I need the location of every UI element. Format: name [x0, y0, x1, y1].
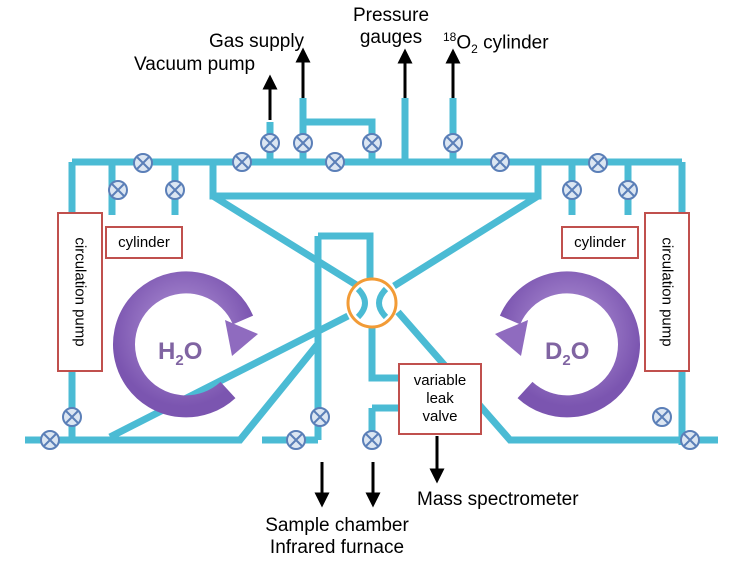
o18-sub: 2 — [471, 42, 478, 57]
right-circulation-pump-box: circulation pump — [644, 212, 690, 372]
pressure-gauges-line2: gauges — [359, 26, 423, 48]
h2o-loop-arrow — [113, 271, 258, 418]
pipes — [25, 98, 718, 445]
right-cylinder-label: cylinder — [574, 234, 626, 251]
left-circulation-pump-label: circulation pump — [71, 237, 89, 347]
funnel-pipes — [209, 162, 542, 289]
valve-icon[interactable] — [680, 430, 700, 450]
d2o-label-d: D — [545, 338, 563, 365]
o18-o: O — [456, 32, 472, 54]
valves — [40, 133, 700, 450]
infrared-furnace-label: Infrared furnace — [269, 536, 405, 558]
leak-valve-line1: variable — [413, 372, 467, 389]
sample-chamber-label: Sample chamber — [265, 515, 409, 536]
leak-valve-line3: valve — [422, 408, 458, 425]
valve-icon[interactable] — [362, 133, 382, 153]
leak-valve-pipe — [368, 318, 400, 440]
pressure-gauges-line1: Pressure — [352, 5, 430, 26]
h2o-label-o: O — [183, 338, 203, 365]
left-circulation-pump-box: circulation pump — [57, 212, 103, 372]
valve-icon[interactable] — [652, 407, 672, 427]
d2o-label-sub: 2 — [562, 351, 571, 369]
pressure-gauges-label: Pressure gauges — [344, 5, 438, 49]
d2o-label-o: O — [570, 338, 590, 365]
d2o-label: D2O — [545, 338, 589, 369]
valve-icon[interactable] — [362, 430, 382, 450]
variable-leak-valve-box: variable leak valve — [398, 363, 482, 435]
h2o-label-h: H — [158, 338, 176, 365]
o18-sup: 18 — [443, 30, 457, 44]
valve-icon[interactable] — [260, 133, 280, 153]
valve-icon[interactable] — [310, 407, 330, 427]
valve-icon[interactable] — [293, 133, 313, 153]
mass-spectrometer-label: Mass spectrometer — [417, 489, 579, 510]
valve-icon[interactable] — [232, 152, 252, 172]
left-cylinder-box: cylinder — [105, 226, 183, 259]
gas-supply-label: Gas supply — [209, 31, 305, 52]
left-cylinder-label: cylinder — [118, 234, 170, 251]
valve-icon[interactable] — [443, 133, 463, 153]
valve-icon[interactable] — [40, 430, 60, 450]
valve-icon[interactable] — [325, 152, 345, 172]
four-way-switch[interactable] — [346, 277, 398, 329]
arrows — [262, 47, 461, 508]
bottom-left-pipe — [25, 342, 320, 444]
sample-furnace-label: Sample chamber Infrared furnace — [252, 515, 422, 559]
valve-icon[interactable] — [490, 152, 510, 172]
h2o-label-sub: 2 — [175, 351, 184, 369]
vacuum-pump-label: Vacuum pump — [134, 54, 256, 75]
valve-icon[interactable] — [108, 180, 128, 200]
lower-left-diagonal — [108, 312, 350, 441]
valve-icon[interactable] — [133, 153, 153, 173]
h2o-label: H2O — [158, 338, 202, 369]
o18-rest: cylinder — [477, 32, 549, 54]
o18-cylinder-label: 18O2 cylinder — [443, 30, 549, 57]
valve-icon[interactable] — [165, 180, 185, 200]
d2o-loop-arrow — [495, 271, 640, 418]
right-circulation-pump-label: circulation pump — [658, 237, 676, 347]
valve-icon[interactable] — [286, 430, 306, 450]
valve-icon[interactable] — [562, 180, 582, 200]
valve-icon[interactable] — [618, 180, 638, 200]
leak-valve-line2: leak — [426, 390, 454, 407]
valve-icon[interactable] — [588, 153, 608, 173]
valve-icon[interactable] — [62, 407, 82, 427]
right-cylinder-box: cylinder — [561, 226, 639, 259]
bottom-right-pipe — [395, 309, 718, 444]
